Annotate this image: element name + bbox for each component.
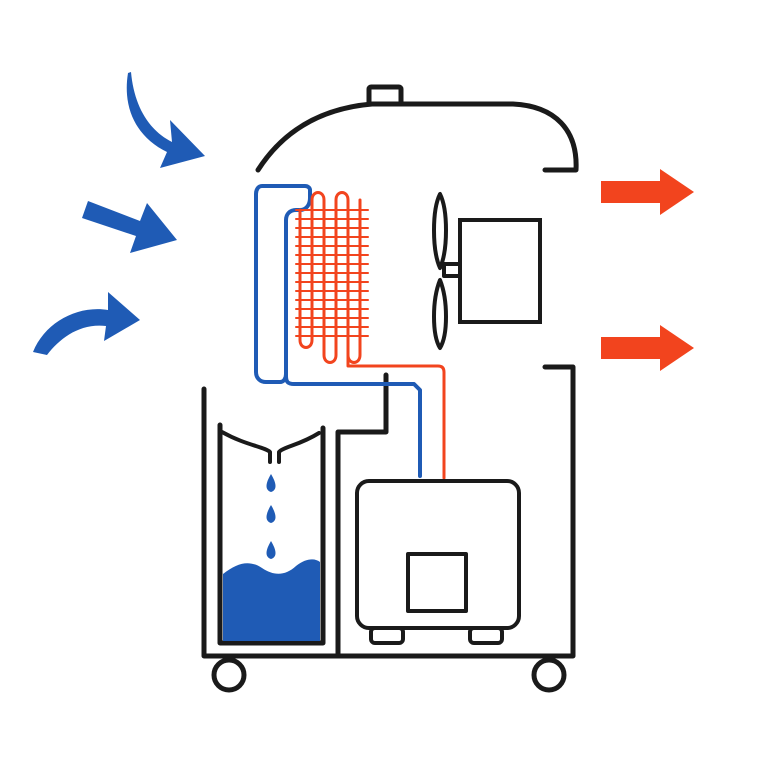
compressor-icon (355, 479, 521, 630)
compressor (355, 479, 521, 645)
fan (432, 192, 462, 350)
tank-divider-wall (335, 372, 389, 659)
evaporator-outer-loop (254, 184, 422, 478)
intake-arrow-top (126, 72, 205, 168)
water-tank (217, 422, 326, 646)
exhaust-air-arrows (601, 169, 694, 371)
condenser-outlet-pipe (346, 353, 446, 480)
droplet-icon (266, 505, 276, 523)
wheel-icon (211, 657, 247, 693)
compressor-terminal-box (406, 552, 468, 613)
water-drops (266, 474, 276, 559)
drip-funnel (220, 430, 321, 464)
droplet-icon (266, 541, 276, 559)
droplet-icon (266, 474, 276, 492)
intake-air-arrows (33, 72, 205, 355)
exhaust-arrow-bottom (601, 325, 694, 371)
housing (201, 84, 579, 659)
compressor-foot-left (369, 626, 405, 645)
housing-right-wall (201, 364, 576, 659)
exhaust-arrow-top (601, 169, 694, 215)
housing-top-cover (255, 101, 579, 173)
motor-icon (458, 218, 542, 324)
top-handle (366, 84, 404, 107)
intake-arrow-bottom (33, 292, 140, 355)
wheels (211, 657, 567, 693)
fan-icon (432, 192, 448, 350)
wheel-icon (531, 657, 567, 693)
collected-water (223, 559, 320, 641)
fan-hub (442, 262, 462, 278)
intake-arrow-middle (82, 201, 177, 253)
evaporator-coil (254, 184, 422, 478)
condenser-fins (295, 209, 369, 337)
condenser-coil (295, 191, 446, 480)
compressor-foot-right (468, 626, 504, 645)
